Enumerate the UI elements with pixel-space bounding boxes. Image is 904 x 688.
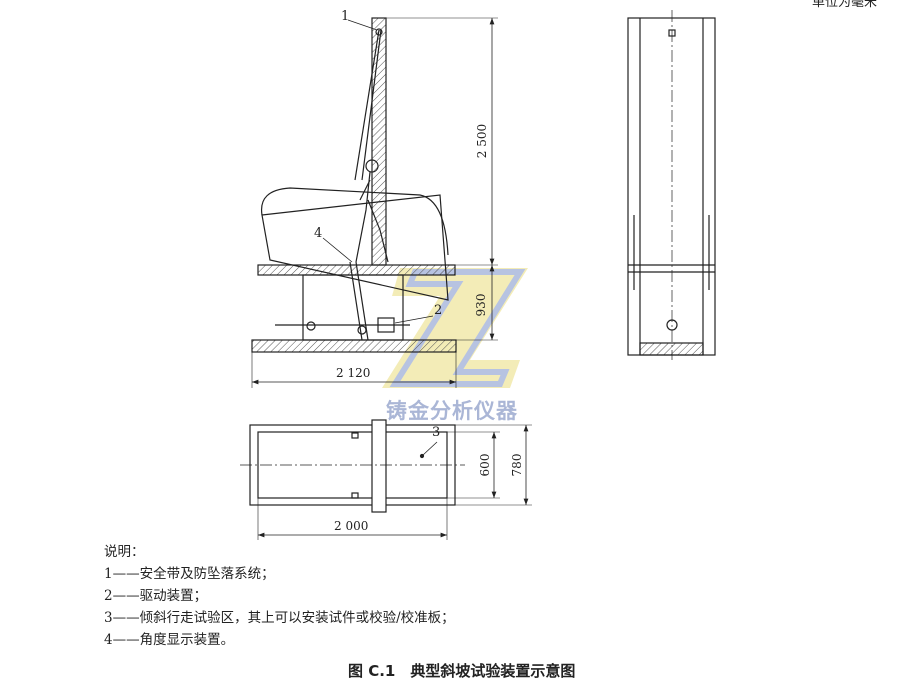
legend: 说明： 1——安全带及防坠落系统； 2——驱动装置； 3——倾斜行走试验区，其上… (104, 541, 455, 651)
callout-1: 1 (341, 9, 350, 24)
dim-930: 930 (474, 293, 488, 317)
watermark-logo (382, 268, 528, 388)
dim-780: 780 (510, 453, 524, 477)
legend-item: 1——安全带及防坠落系统； (104, 566, 275, 582)
callout-4: 4 (314, 226, 323, 241)
plan-view (240, 419, 532, 540)
callout-2: 2 (434, 303, 443, 318)
dim-600: 600 (478, 453, 492, 477)
dim-2000: 2 000 (334, 519, 369, 533)
watermark-text: 铸金分析仪器 (386, 399, 518, 423)
figure-caption: 图 C.1 典型斜坡试验装置示意图 (348, 662, 576, 680)
legend-item: 2——驱动装置； (104, 588, 208, 604)
end-view (627, 10, 716, 360)
legend-title: 说明： (104, 544, 145, 560)
legend-item: 3——倾斜行走试验区，其上可以安装试件或校验/校准板； (104, 610, 455, 626)
unit-note: 单位为毫米 (812, 0, 878, 10)
dim-2500: 2 500 (475, 123, 489, 159)
side-view (251, 17, 498, 388)
dim-2120: 2 120 (336, 366, 371, 380)
callout-3: 3 (432, 425, 441, 440)
legend-item: 4——角度显示装置。 (104, 632, 235, 648)
